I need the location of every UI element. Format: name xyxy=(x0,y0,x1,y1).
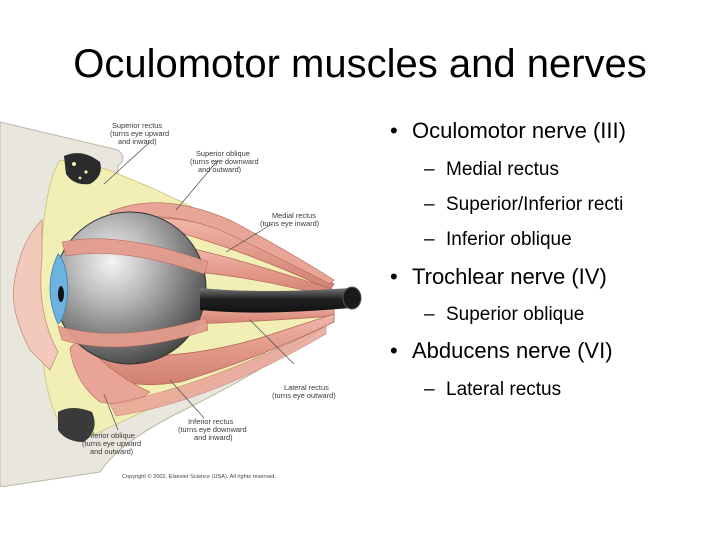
sub-bullet-inferior-oblique: –Inferior oblique xyxy=(424,228,572,251)
sub-bullet-text: Inferior oblique xyxy=(446,229,572,250)
bullet-text: Abducens nerve (VI) xyxy=(412,338,613,363)
bullet-trochlear-nerve: • Trochlear nerve (IV) xyxy=(390,264,607,290)
dash-glyph: – xyxy=(424,229,435,250)
superior-oblique-muscle xyxy=(109,202,335,285)
sub-bullet-medial-rectus: –Medial rectus xyxy=(424,158,559,181)
bullet-glyph: • xyxy=(390,338,398,363)
label-medial-rectus: Medial rectus (turns eye inward) xyxy=(260,211,319,228)
bullet-oculomotor-nerve: • Oculomotor nerve (III) xyxy=(390,118,626,144)
sub-bullet-superior-oblique: –Superior oblique xyxy=(424,303,584,326)
bullet-glyph: • xyxy=(390,264,398,289)
sub-bullet-text: Medial rectus xyxy=(446,159,559,180)
sub-bullet-lateral-rectus: –Lateral rectus xyxy=(424,378,561,401)
copyright-notice: Copyright © 2002, Elsevier Science (USA)… xyxy=(122,473,276,480)
label-superior-rectus: Superior rectus (turns eye upward and in… xyxy=(110,121,171,146)
sub-bullet-text: Lateral rectus xyxy=(446,379,562,400)
sub-bullet-text: Superior/Inferior recti xyxy=(446,194,624,215)
slide-title: Oculomotor muscles and nerves xyxy=(73,42,647,86)
label-inferior-oblique: Inferior oblique (turns eye upward and o… xyxy=(82,431,143,456)
dash-glyph: – xyxy=(424,159,435,180)
eye-muscle-illustration: Superior rectus (turns eye upward and in… xyxy=(0,112,372,487)
bullet-text: Trochlear nerve (IV) xyxy=(412,264,607,289)
bullet-text: Oculomotor nerve (III) xyxy=(412,118,626,143)
label-inferior-rectus: Inferior rectus (turns eye downward and … xyxy=(178,417,249,442)
sub-bullet-superior-inferior-recti: –Superior/Inferior recti xyxy=(424,193,623,216)
inferior-rectus-muscle xyxy=(99,313,335,386)
optic-nerve xyxy=(200,288,350,313)
bullet-abducens-nerve: • Abducens nerve (VI) xyxy=(390,338,613,364)
dash-glyph: – xyxy=(424,194,435,215)
label-lateral-rectus: Lateral rectus (turns eye outward) xyxy=(272,383,336,400)
bullet-glyph: • xyxy=(390,118,398,143)
label-superior-oblique: Superior oblique (turns eye downward and… xyxy=(190,149,261,174)
dash-glyph: – xyxy=(424,379,435,400)
sub-bullet-text: Superior oblique xyxy=(446,304,585,325)
dash-glyph: – xyxy=(424,304,435,325)
